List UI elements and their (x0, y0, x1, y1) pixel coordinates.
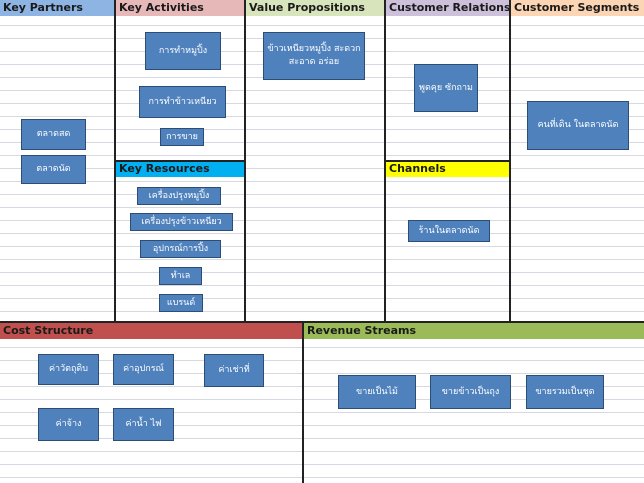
sticky-note[interactable]: ค่าจ้าง (38, 408, 99, 441)
sticky-note[interactable]: ขายเป็นไม้ (338, 375, 416, 409)
channels-header: Channels (386, 161, 509, 177)
key-resources-header: Key Resources (116, 161, 245, 177)
customer-segments-area (510, 0, 644, 322)
divider (302, 322, 304, 483)
sticky-note[interactable]: ค่าเช่าที่ (204, 354, 264, 387)
sticky-note[interactable]: ขายรวมเป็นชุด (526, 375, 604, 409)
sticky-note[interactable]: การทำหมูปิ้ง (145, 32, 221, 70)
divider (509, 0, 511, 322)
sticky-note[interactable]: การขาย (160, 128, 204, 146)
sticky-note[interactable]: ค่าอุปกรณ์ (113, 354, 174, 385)
sticky-note[interactable]: พูดคุย ซักถาม (414, 64, 478, 112)
sticky-note[interactable]: ตลาดสด (21, 119, 86, 150)
key-partners-header: Key Partners (0, 0, 114, 16)
sticky-note[interactable]: เครื่องปรุงหมูปิ้ง (137, 187, 221, 205)
sticky-note[interactable]: ข้าวเหนียวหมูปิ้ง สะดวก สะอาด อร่อย (263, 32, 365, 80)
sticky-note[interactable]: ค่าวัตถุดิบ (38, 354, 99, 385)
value-propositions-header: Value Propositions (246, 0, 385, 16)
sticky-note[interactable]: ร้านในตลาดนัด (408, 220, 490, 242)
divider (115, 160, 245, 162)
key-activities-header: Key Activities (116, 0, 245, 16)
sticky-note[interactable]: ตลาดนัด (21, 155, 86, 184)
divider (244, 0, 246, 322)
sticky-note[interactable]: ทำเล (159, 267, 202, 285)
sticky-note[interactable]: คนที่เดิน ในตลาดนัด (527, 101, 629, 150)
revenue-streams-header: Revenue Streams (304, 323, 644, 339)
cost-structure-area (0, 322, 303, 483)
sticky-note[interactable]: ขายข้าวเป็นถุง (430, 375, 511, 409)
divider (0, 321, 644, 323)
sticky-note[interactable]: การทำข้าวเหนียว (139, 86, 226, 118)
sticky-note[interactable]: ค่าน้ำ ไฟ (113, 408, 174, 441)
sticky-note[interactable]: อุปกรณ์การปิ้ง (140, 240, 221, 258)
customer-segments-header: Customer Segments (511, 0, 644, 16)
sticky-note[interactable]: แบรนด์ (159, 294, 203, 312)
customer-relationships-header: Customer Relationships (386, 0, 509, 16)
cost-structure-header: Cost Structure (0, 323, 303, 339)
sticky-note[interactable]: เครื่องปรุงข้าวเหนียว (130, 213, 233, 231)
divider (385, 160, 510, 162)
